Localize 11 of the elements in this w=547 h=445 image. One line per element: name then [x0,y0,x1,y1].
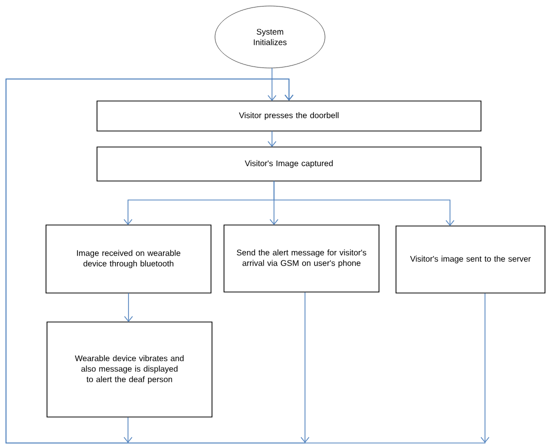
arrow [268,130,276,147]
process-box: Visitor presses the doorbell [96,100,482,132]
process-box: Wearable device vibrates and also message is displayed to alert the deaf person [46,322,212,418]
process-box: Send the alert message for visitor's arrival via GSM on user's phone [224,224,380,292]
arrow [274,180,454,226]
process-box: Image received on wearable device through bluetooth [46,224,212,294]
process-box: Visitor's Image captured [96,146,482,182]
process-box: Visitor's image sent to the server [396,226,546,294]
arrow [6,78,490,444]
arrow [124,292,133,322]
arrow [268,68,276,101]
